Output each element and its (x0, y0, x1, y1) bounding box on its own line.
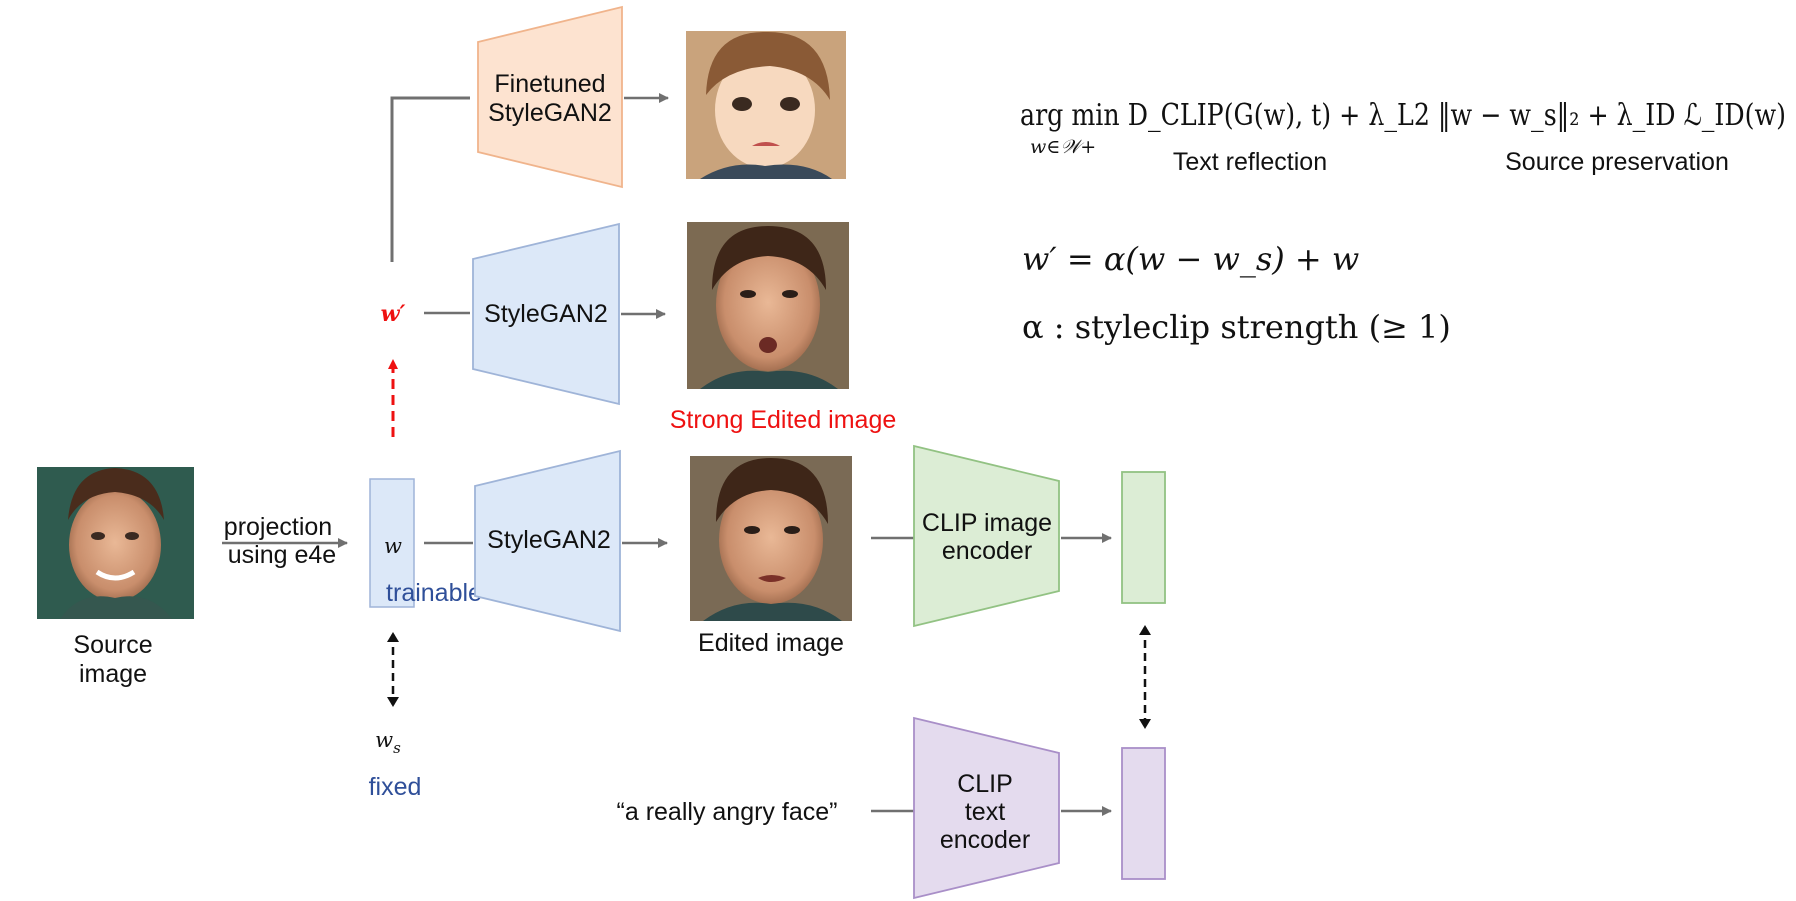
fixed-label: fixed (369, 773, 422, 801)
projection-label-line2: using e4e (228, 541, 336, 569)
objective-equation: arg min D_CLIP(G(w), t) + λ_L2 ‖w − w_s‖… (1020, 98, 1786, 133)
ws-link-arrow-down (387, 697, 399, 707)
finetuned-stylegan2-block (477, 5, 623, 189)
clip-text-encoder-block (913, 716, 1060, 900)
text-reflection-label: Text reflection (1173, 148, 1327, 176)
cartoon-output-image (686, 31, 846, 179)
stylegan2-strong-block (472, 222, 620, 406)
strong-edited-image (687, 222, 849, 389)
stylegan2-base-label: StyleGAN2 (487, 526, 611, 554)
w-prime-symbol: w′ (381, 301, 406, 327)
image-embedding-box (1121, 471, 1166, 604)
finetuned-label-line1: Finetuned (494, 70, 605, 98)
ws-link-arrow-up (387, 632, 399, 642)
source-caption-line1: Source (73, 631, 152, 659)
edited-image-caption: Edited image (698, 629, 844, 657)
projection-label-line1: projection (224, 513, 332, 541)
similarity-arrow-up (1139, 625, 1151, 635)
trainable-label: trainable (386, 579, 482, 607)
clip-image-label-line2: encoder (942, 537, 1032, 565)
similarity-arrow-down (1139, 719, 1151, 729)
alpha-description: α : styleclip strength (≥ 1) (1022, 308, 1451, 346)
latent-w-box (369, 478, 415, 608)
prompt-text: “a really angry face” (617, 798, 838, 826)
objective-subscript: w∈𝒲+ (1030, 136, 1096, 158)
source-preservation-label: Source preservation (1505, 148, 1729, 176)
clip-text-label-line1: CLIP (957, 770, 1013, 798)
update-rule-equation: w′ = α(w − w_s) + w (1022, 240, 1359, 278)
text-embedding-box (1121, 747, 1166, 880)
clip-image-encoder-block (913, 444, 1060, 628)
stylegan2-strong-label: StyleGAN2 (484, 300, 608, 328)
clip-text-label-line3: encoder (940, 826, 1030, 854)
clip-image-label-line1: CLIP image (922, 509, 1052, 537)
strong-edited-caption: Strong Edited image (670, 406, 897, 434)
stylegan2-base-block (474, 449, 621, 633)
finetuned-label-line2: StyleGAN2 (488, 99, 612, 127)
source-caption-line2: image (79, 660, 147, 688)
source-image (37, 467, 194, 619)
w-prime-to-finetuned-line (390, 96, 470, 262)
latent-w-symbol: w (384, 534, 402, 558)
edited-image (690, 456, 852, 621)
ws-symbol: ws (375, 728, 401, 757)
clip-text-label-line2: text (965, 798, 1005, 826)
